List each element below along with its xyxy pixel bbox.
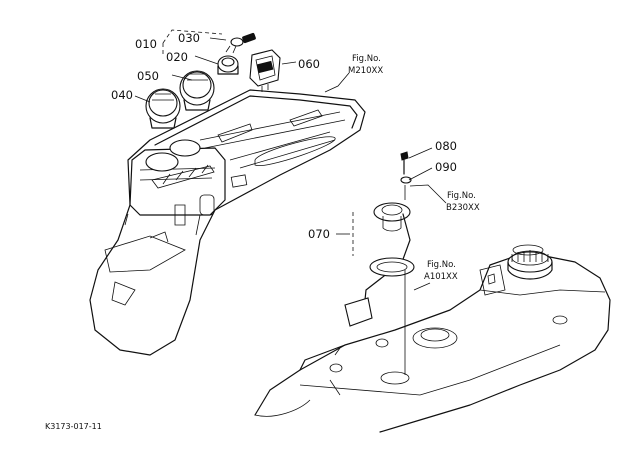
screw-080 (400, 151, 409, 175)
part-label-090: 090 (435, 160, 457, 174)
rocker-switch-060 (249, 49, 281, 92)
key-switch-020 (217, 55, 239, 75)
fig-ref-b230-label: Fig.No. (447, 191, 476, 201)
gauge-050 (179, 70, 215, 111)
part-label-070: 070 (308, 227, 330, 241)
gauge-040 (145, 88, 181, 129)
left-leaders (134, 29, 350, 103)
fig-ref-m210-code: M210XX (348, 66, 383, 76)
fig-ref-a101-code: A101XX (424, 272, 458, 282)
drawing-code: K3173-017-11 (45, 422, 102, 431)
part-label-060: 060 (298, 57, 320, 71)
fuel-tank (254, 244, 611, 433)
fig-ref-a101-label: Fig.No. (427, 260, 456, 270)
part-label-020: 020 (166, 50, 188, 64)
part-label-080: 080 (435, 139, 457, 153)
instrument-panel (89, 89, 366, 356)
fig-ref-b230-code: B230XX (446, 203, 480, 213)
part-label-030: 030 (178, 31, 200, 45)
part-label-040: 040 (111, 88, 133, 102)
right-leaders (336, 147, 447, 375)
part-label-010: 010 (135, 37, 157, 51)
key-030 (225, 32, 256, 54)
fuel-sender-070 (344, 202, 415, 327)
part-label-050: 050 (137, 69, 159, 83)
washer-090 (400, 176, 412, 184)
fig-ref-m210-label: Fig.No. (352, 54, 381, 64)
